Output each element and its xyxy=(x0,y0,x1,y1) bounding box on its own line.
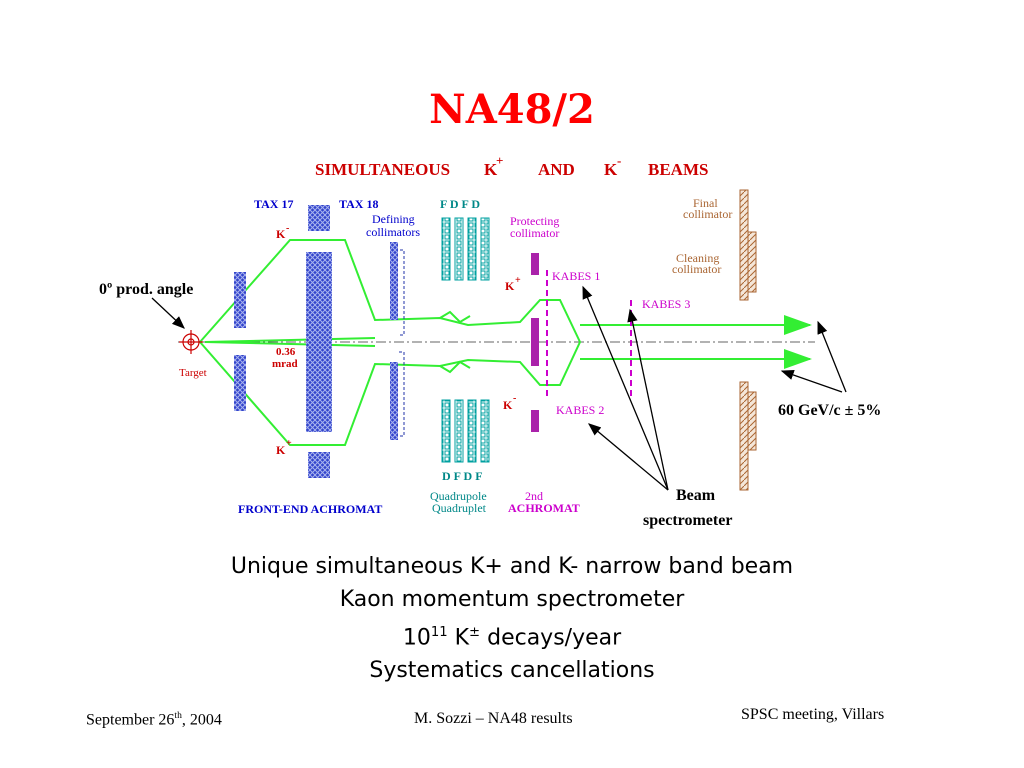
label-k-plus-upper-sign: + xyxy=(515,275,521,286)
bullet-2: Kaon momentum spectrometer xyxy=(339,587,685,612)
heading-k-minus: K xyxy=(604,160,618,179)
label-k-minus-lower-sign: - xyxy=(513,393,516,404)
label-momentum: 60 GeV/c ± 5% xyxy=(778,402,881,419)
label-beam: Beam xyxy=(676,487,716,504)
label-2nd: 2nd xyxy=(525,489,543,503)
label-kabes-3: KABES 3 xyxy=(642,297,690,311)
label-target: Target xyxy=(179,367,207,379)
bullet-1: Unique simultaneous K+ and K- narrow ban… xyxy=(230,554,794,579)
bullet-3-k: K xyxy=(454,625,470,651)
label-spectrometer: spectrometer xyxy=(643,512,732,529)
label-k-minus-upper-sign: - xyxy=(286,223,289,234)
label-kabes-2: KABES 2 xyxy=(556,403,604,417)
label-quadrupole: Quadrupole xyxy=(430,489,487,503)
tax17-block-top xyxy=(308,205,330,231)
heading-simultaneous: SIMULTANEOUS xyxy=(315,160,450,179)
beam-envelope xyxy=(198,239,812,446)
bullet-list: Unique simultaneous K+ and K- narrow ban… xyxy=(0,550,1024,687)
label-k-plus-upper: K xyxy=(505,279,515,293)
label-k-plus-lower-sign: + xyxy=(286,438,292,449)
bullet-4: Systematics cancellations xyxy=(369,658,655,684)
label-tax17: TAX 17 xyxy=(254,197,293,211)
heading-k-plus: K xyxy=(484,160,498,179)
bullet-3-base: 10 xyxy=(402,625,431,651)
protecting-collimator-mid xyxy=(531,318,539,366)
bullet-3-charge: ± xyxy=(469,625,481,640)
tax-central-block xyxy=(306,252,332,432)
bullet-3-rest: decays/year xyxy=(487,625,622,651)
label-fdfd: F D F D xyxy=(440,197,480,211)
beamline-diagram: SIMULTANEOUS K + AND K - BEAMS xyxy=(99,153,881,529)
label-cleaning-1: Cleaning xyxy=(676,251,719,265)
footer-date-suffix: , 2004 xyxy=(181,711,222,729)
label-quadruplet: Quadruplet xyxy=(432,501,487,515)
magnet-1-upper xyxy=(234,272,246,328)
magnet-1-lower xyxy=(234,355,246,411)
footer-author: M. Sozzi – NA48 results xyxy=(414,710,573,727)
label-tax18: TAX 18 xyxy=(339,197,378,211)
heading-beams: BEAMS xyxy=(648,160,708,179)
label-dfdf: D F D F xyxy=(442,469,483,483)
footer-meeting: SPSC meeting, Villars xyxy=(741,706,885,723)
label-final-2: collimator xyxy=(683,207,732,221)
protecting-collimator-bottom xyxy=(531,410,539,432)
tax18-block-bottom xyxy=(308,452,330,478)
label-defining-1: Defining xyxy=(372,212,415,226)
quadrupole-lower xyxy=(441,399,490,463)
label-angle-unit: mrad xyxy=(272,358,298,370)
label-protecting-2: collimator xyxy=(510,226,559,240)
label-protecting-1: Protecting xyxy=(510,214,559,228)
label-k-minus-upper: K xyxy=(276,227,286,241)
defining-collimator-upper xyxy=(390,242,398,320)
label-k-plus-lower: K xyxy=(276,443,286,457)
bullet-3-exponent: 11 xyxy=(430,625,448,640)
final-collimator-lower xyxy=(739,381,757,491)
label-achromat: ACHROMAT xyxy=(508,501,580,515)
protecting-collimator-top xyxy=(531,253,539,275)
heading-and: AND xyxy=(538,160,575,179)
footer-date: September 26th, 2004 xyxy=(86,710,222,729)
defining-collimator-outline xyxy=(398,249,405,437)
heading-minus-sign: - xyxy=(617,153,621,168)
label-front-end-achromat: FRONT-END ACHROMAT xyxy=(238,502,382,516)
slide-title: NA48/2 xyxy=(429,86,595,133)
label-angle-value: 0.36 xyxy=(276,346,296,358)
label-final-1: Final xyxy=(693,196,718,210)
footer-date-prefix: September 26 xyxy=(86,711,175,729)
final-collimator-upper xyxy=(739,189,757,301)
footer-date-sup: th xyxy=(174,710,182,721)
label-cleaning-2: collimator xyxy=(672,262,721,276)
heading-plus-sign: + xyxy=(496,153,503,168)
annotation-arrows xyxy=(151,285,847,491)
diagram-heading: SIMULTANEOUS K + AND K - BEAMS xyxy=(315,153,708,179)
label-defining-2: collimators xyxy=(366,225,420,239)
bullet-3: 1011 K± decays/year xyxy=(0,616,1024,654)
defining-collimator-lower xyxy=(390,362,398,440)
label-kabes-1: KABES 1 xyxy=(552,269,600,283)
label-k-minus-lower: K xyxy=(503,398,513,412)
target-symbol xyxy=(179,330,203,354)
label-prod-angle: 0º prod. angle xyxy=(99,281,193,298)
quadrupole-upper xyxy=(441,217,490,281)
